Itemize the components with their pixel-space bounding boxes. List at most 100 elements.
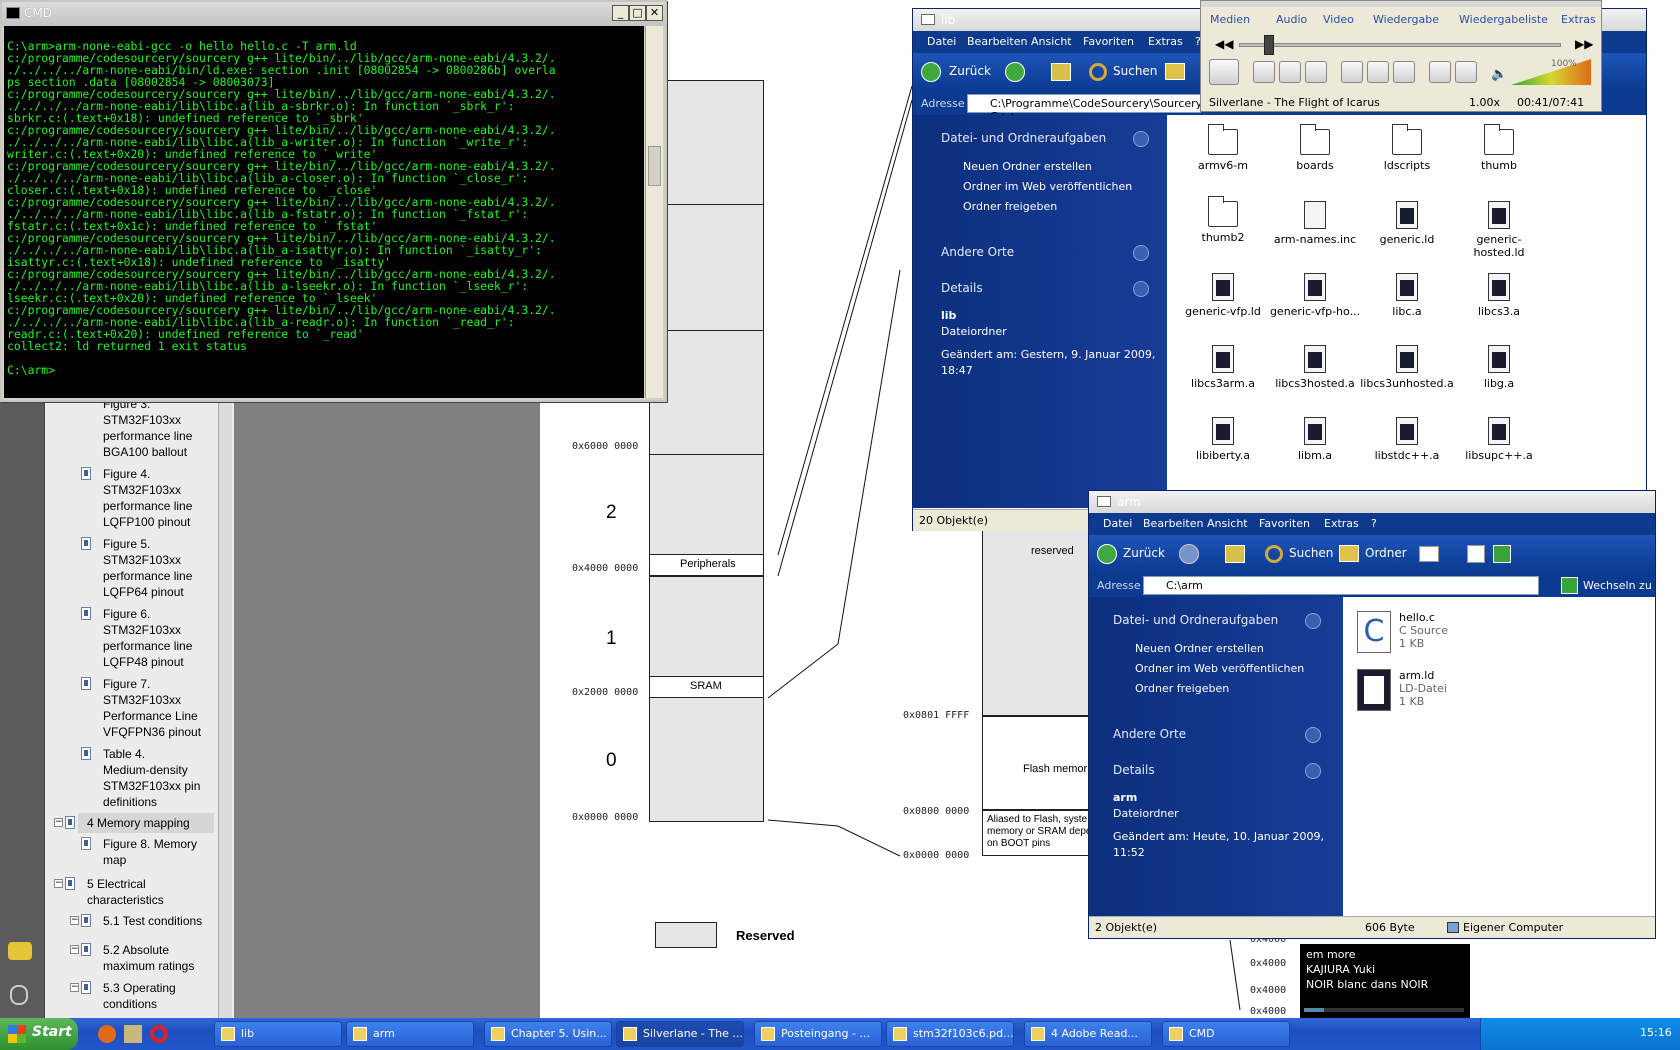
file-item[interactable]: libcs3hosted.a: [1267, 345, 1363, 390]
menu-item[interactable]: Extras: [1324, 517, 1359, 530]
file-icon[interactable]: [1357, 669, 1391, 711]
back-icon[interactable]: [1097, 544, 1117, 564]
arm-title-bar[interactable]: arm: [1089, 491, 1655, 513]
checkmark-icon[interactable]: [1467, 545, 1485, 563]
opera-icon[interactable]: [150, 1025, 168, 1043]
forward-icon[interactable]: [1005, 62, 1025, 82]
folders-button[interactable]: Ordner: [1365, 546, 1407, 560]
seek-forward-icon[interactable]: ▶▶: [1575, 37, 1594, 51]
song-progress[interactable]: [1304, 1008, 1464, 1012]
menu-item[interactable]: Ansicht: [1207, 517, 1248, 530]
collapse-icon[interactable]: [1305, 763, 1321, 779]
views-icon[interactable]: [1419, 546, 1439, 562]
file-item[interactable]: ldscripts: [1359, 124, 1455, 172]
expand-toggle-icon[interactable]: −: [70, 915, 79, 925]
taskbar-button[interactable]: lib: [214, 1021, 342, 1047]
cmd-window[interactable]: CMD _ □ ✕ C:\arm>arm-none-eabi-gcc -o he…: [0, 0, 667, 402]
collapse-icon[interactable]: [1133, 245, 1149, 261]
bookmark-item[interactable]: Figure 5. STM32F103xx performance line L…: [103, 537, 193, 599]
fullscreen-button[interactable]: [1341, 61, 1363, 83]
taskbar-button[interactable]: 4 Adobe Read...: [1024, 1021, 1152, 1047]
comment-icon[interactable]: [8, 942, 32, 960]
bookmark-item[interactable]: Figure 4. STM32F103xx performance line L…: [103, 467, 193, 529]
bookmark-item[interactable]: Table 4. Medium-density STM32F103xx pin …: [103, 747, 201, 809]
playlist-button[interactable]: [1367, 61, 1389, 83]
seek-bar[interactable]: [1239, 35, 1561, 55]
task-publish-web[interactable]: Ordner im Web veröffentlichen: [963, 180, 1133, 193]
file-item[interactable]: libiberty.a: [1175, 417, 1271, 462]
task-share-folder[interactable]: Ordner freigeben: [1135, 682, 1230, 695]
menu-item[interactable]: Extras: [1148, 35, 1183, 48]
taskbar-button[interactable]: arm: [346, 1021, 474, 1047]
vlc-title-bar[interactable]: [1201, 1, 1601, 7]
menu-item[interactable]: ?: [1195, 35, 1201, 48]
search-button[interactable]: Suchen: [1289, 546, 1334, 560]
collapse-icon[interactable]: [1133, 281, 1149, 297]
back-button[interactable]: Zurück: [1123, 546, 1165, 560]
bookmark-item[interactable]: 5.1 Test conditions: [103, 914, 203, 928]
menu-item[interactable]: Datei: [927, 35, 957, 48]
attachment-icon[interactable]: [10, 985, 28, 1005]
taskbar-button[interactable]: stm32f103c6.pd...: [886, 1021, 1014, 1047]
back-icon[interactable]: [921, 62, 941, 82]
taskbar-button[interactable]: CMD: [1162, 1021, 1290, 1047]
search-icon[interactable]: [1089, 63, 1107, 81]
bookmark-item[interactable]: 5 Electrical characteristics: [87, 877, 164, 907]
menu-item[interactable]: Favoriten: [1259, 517, 1310, 530]
details-header[interactable]: Details: [1113, 763, 1155, 777]
sync-icon[interactable]: [1493, 545, 1511, 563]
file-item[interactable]: generic-hosted.ld: [1451, 201, 1547, 259]
address-input[interactable]: C:\Programme\CodeSourcery\Sourcery G++: [967, 94, 1202, 123]
file-item[interactable]: thumb: [1451, 124, 1547, 172]
taskbar-button[interactable]: Posteingang - ...: [754, 1021, 882, 1047]
file-item[interactable]: libsupc++.a: [1451, 417, 1547, 462]
file-item[interactable]: libcs3unhosted.a: [1359, 345, 1455, 390]
repeat-button[interactable]: [1429, 61, 1451, 83]
cmd-output[interactable]: C:\arm>arm-none-eabi-gcc -o hello hello.…: [4, 26, 644, 398]
menu-item[interactable]: Bearbeiten: [967, 35, 1028, 48]
other-places-header[interactable]: Andere Orte: [941, 245, 1015, 259]
file-item[interactable]: libg.a: [1451, 345, 1547, 390]
vlc-menu-item[interactable]: Wiedergabe: [1373, 13, 1440, 26]
file-item[interactable]: libm.a: [1267, 417, 1363, 462]
pause-button[interactable]: [1209, 59, 1239, 85]
vlc-menu-item[interactable]: Video: [1323, 13, 1354, 26]
file-item[interactable]: generic-vfp-ho...: [1267, 273, 1363, 318]
collapse-icon[interactable]: [1305, 727, 1321, 743]
maximize-button[interactable]: □: [629, 5, 646, 21]
forward-icon[interactable]: [1179, 544, 1199, 564]
address-input[interactable]: C:\arm: [1143, 576, 1539, 595]
expand-toggle-icon[interactable]: −: [54, 817, 63, 827]
file-item[interactable]: libcs3arm.a: [1175, 345, 1271, 390]
vlc-menu-item[interactable]: Extras: [1561, 13, 1596, 26]
bookmark-item[interactable]: Figure 7. STM32F103xx Performance Line V…: [103, 677, 202, 739]
menu-item[interactable]: ?: [1371, 517, 1377, 530]
bookmark-item[interactable]: Figure 8. Memory map: [103, 837, 198, 867]
tools-icon[interactable]: [124, 1025, 142, 1043]
taskbar-button[interactable]: Chapter 5. Usin...: [484, 1021, 612, 1047]
file-item[interactable]: generic.ld: [1359, 201, 1455, 246]
start-button[interactable]: Start: [0, 1018, 78, 1050]
seek-back-icon[interactable]: ◀◀: [1215, 37, 1234, 51]
tasks-header[interactable]: Datei- und Ordneraufgaben: [1113, 613, 1279, 627]
search-icon[interactable]: [1265, 545, 1283, 563]
seek-knob[interactable]: [1263, 35, 1274, 55]
file-item[interactable]: boards: [1267, 124, 1363, 172]
snapshot-button[interactable]: [1455, 61, 1477, 83]
file-item[interactable]: arm-names.inc: [1267, 201, 1363, 246]
file-item[interactable]: thumb2: [1175, 196, 1271, 244]
cmd-title-bar[interactable]: CMD _ □ ✕: [2, 2, 665, 26]
speaker-icon[interactable]: 🔈: [1491, 67, 1508, 82]
file-icon[interactable]: C: [1357, 611, 1391, 653]
file-item[interactable]: generic-vfp.ld: [1175, 273, 1271, 318]
stop-button[interactable]: [1279, 61, 1301, 83]
expand-toggle-icon[interactable]: −: [70, 982, 79, 992]
bookmark-item[interactable]: Figure 6. STM32F103xx performance line L…: [103, 607, 193, 669]
bookmark-item[interactable]: Figure 3. STM32F103xx performance line B…: [103, 397, 193, 459]
equalizer-button[interactable]: [1393, 61, 1415, 83]
vlc-menu-item[interactable]: Wiedergabeliste: [1459, 13, 1548, 26]
file-item[interactable]: libstdc++.a: [1359, 417, 1455, 462]
search-button[interactable]: Suchen: [1113, 64, 1158, 78]
folders-icon[interactable]: [1339, 545, 1359, 562]
